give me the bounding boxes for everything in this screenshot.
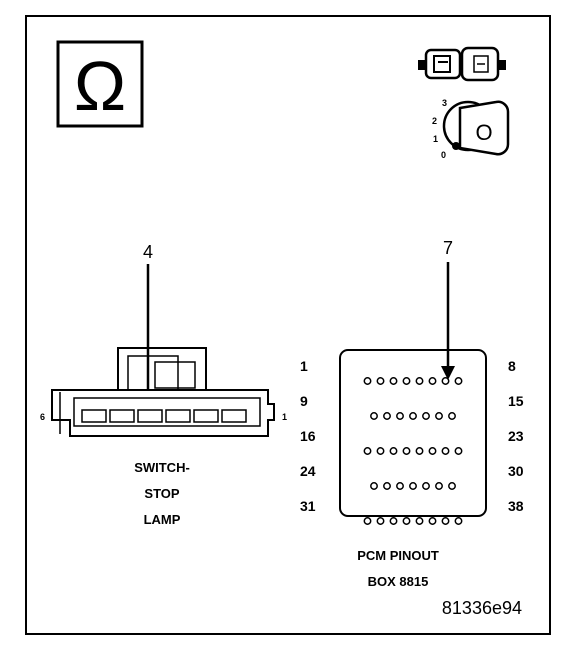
switch-label-line-2: STOP xyxy=(144,486,179,501)
pcm-hole xyxy=(435,412,443,420)
key-icon-letter: O xyxy=(475,120,492,145)
pcm-hole xyxy=(441,377,450,385)
stop-lamp-switch-connector: 4 6 1 SWITCH- STOP LAMP xyxy=(40,242,287,527)
pcm-row-1-left: 1 xyxy=(300,358,308,374)
pcm-hole-grid xyxy=(363,377,463,525)
pcm-hole xyxy=(389,377,398,385)
pcm-row-5-right: 38 xyxy=(508,498,524,514)
pcm-hole xyxy=(428,447,437,455)
pcm-hole xyxy=(409,482,417,490)
figure-id: 81336e94 xyxy=(442,598,522,618)
pcm-hole xyxy=(389,517,398,525)
key-position-3: 3 xyxy=(442,98,447,108)
pcm-hole xyxy=(441,447,450,455)
pcm-pinout: 7 1 8 9 15 16 23 24 30 31 38 PCM PINOUT … xyxy=(300,238,524,589)
callout-4: 4 xyxy=(143,242,153,262)
pcm-hole xyxy=(363,377,372,385)
pcm-hole xyxy=(396,412,404,420)
pcm-hole xyxy=(396,482,404,490)
key-position-1: 1 xyxy=(433,134,438,144)
pcm-hole xyxy=(428,517,437,525)
pcm-hole xyxy=(376,377,385,385)
connector-end-left: 6 xyxy=(40,412,45,422)
pcm-hole xyxy=(448,412,456,420)
pcm-hole xyxy=(448,482,456,490)
pcm-hole xyxy=(409,412,417,420)
pcm-row-2-left: 9 xyxy=(300,393,308,409)
pcm-hole xyxy=(376,447,385,455)
pcm-hole xyxy=(454,447,463,455)
connector-icon xyxy=(418,46,506,82)
pcm-row-5-left: 31 xyxy=(300,498,316,514)
pcm-row-4-right: 30 xyxy=(508,463,524,479)
pcm-hole xyxy=(370,482,378,490)
ohmmeter-icon: Ω xyxy=(56,40,144,128)
pcm-hole xyxy=(363,517,372,525)
pcm-caption-line-2: BOX 8815 xyxy=(368,574,429,589)
pcm-hole xyxy=(402,517,411,525)
pcm-hole xyxy=(422,412,430,420)
frame-border xyxy=(25,15,551,635)
pcm-hole xyxy=(441,517,450,525)
callout-7: 7 xyxy=(443,238,453,258)
switch-label-line-1: SWITCH- xyxy=(134,460,190,475)
pcm-hole xyxy=(370,412,378,420)
pcm-row-3-right: 23 xyxy=(508,428,524,444)
pcm-hole xyxy=(363,447,372,455)
key-position-0: 0 xyxy=(441,150,446,160)
ohm-symbol: Ω xyxy=(74,47,126,125)
pcm-row-4-left: 24 xyxy=(300,463,316,479)
connector-end-right: 1 xyxy=(282,412,287,422)
pcm-hole xyxy=(415,377,424,385)
pcm-hole xyxy=(383,412,391,420)
key-position-2: 2 xyxy=(432,116,437,126)
switch-label-line-3: LAMP xyxy=(144,512,181,527)
pcm-row-labels: 1 8 9 15 16 23 24 30 31 38 xyxy=(300,358,524,514)
pcm-hole xyxy=(428,377,437,385)
pcm-hole xyxy=(415,447,424,455)
ignition-key-icon: 3 2 1 0 O xyxy=(432,98,510,160)
pcm-hole xyxy=(376,517,385,525)
pcm-hole xyxy=(454,517,463,525)
pcm-hole xyxy=(402,377,411,385)
pcm-row-2-right: 15 xyxy=(508,393,524,409)
pcm-hole xyxy=(454,377,463,385)
pcm-row-3-left: 16 xyxy=(300,428,316,444)
pcm-hole xyxy=(389,447,398,455)
pcm-row-1-right: 8 xyxy=(508,358,516,374)
pcm-hole xyxy=(415,517,424,525)
pcm-caption-line-1: PCM PINOUT xyxy=(357,548,439,563)
pcm-hole xyxy=(402,447,411,455)
pcm-hole xyxy=(383,482,391,490)
pcm-hole xyxy=(422,482,430,490)
pcm-hole xyxy=(435,482,443,490)
